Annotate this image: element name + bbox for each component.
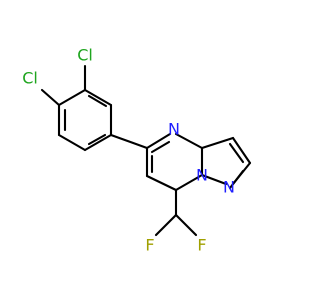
bond [154,213,178,237]
bond [174,132,204,150]
pyrazole-ring [200,136,252,190]
bond [57,88,87,107]
bond [174,213,198,237]
bond [83,88,113,107]
chlorine-atom-label: Cl [77,46,93,65]
nitrogen-atom-label: N [196,166,208,185]
bond [145,132,172,150]
molecule-structure: Cl Cl N N N F F [22,46,252,255]
bond [109,133,149,150]
bond [200,173,228,186]
fluorine-atom-label: F [197,236,206,255]
molecule-canvas: Cl Cl N N N F F [22,45,252,255]
pyrimidine-ring [145,132,204,192]
bond [57,133,87,152]
aromatic-double-bond [228,169,245,190]
aromatic-double-bond [150,140,171,154]
aryl-ring [57,88,113,152]
bond [200,136,235,150]
aromatic-double-bond [228,142,245,164]
bond [83,133,113,152]
bond [231,136,252,165]
bond [40,88,61,107]
aromatic-double-bond [87,133,107,146]
nitrogen-atom-label: N [168,120,180,139]
chlorine-atom-label: Cl [22,69,38,88]
bond [145,174,178,192]
aromatic-double-bond [87,94,108,108]
fluorine-atom-label: F [145,236,154,255]
bond [174,173,204,192]
nitrogen-atom-label: N [223,178,235,197]
